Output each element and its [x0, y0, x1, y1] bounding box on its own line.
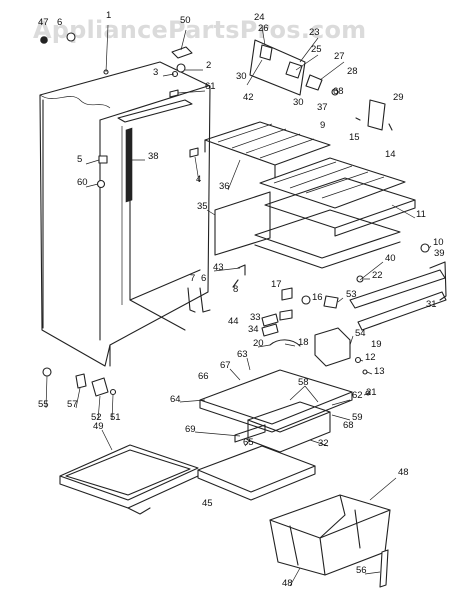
part-label-42: 42 [243, 92, 254, 103]
part-label-10: 10 [433, 237, 444, 248]
part-label-30b: 30 [293, 97, 304, 108]
part-label-30a: 30 [236, 71, 247, 82]
shelves [204, 121, 447, 331]
part-label-48a: 48 [398, 467, 409, 478]
part-label-21: 21 [366, 387, 377, 398]
part-label-8: 8 [233, 284, 239, 295]
part-label-16: 16 [312, 292, 323, 303]
part-label-58: 58 [298, 377, 309, 388]
part-label-20: 20 [253, 338, 264, 349]
part-label-55: 55 [38, 399, 49, 410]
part-label-62: 62 [352, 390, 363, 401]
part-label-5: 5 [77, 154, 83, 165]
part-label-36: 36 [219, 181, 230, 192]
part-label-17: 17 [271, 279, 282, 290]
part-label-61: 61 [205, 81, 216, 92]
part-label-13: 13 [374, 366, 385, 377]
part-label-33: 33 [250, 312, 261, 323]
top-bracket-parts [249, 39, 393, 131]
tray-49 [59, 444, 199, 515]
part-label-14: 14 [385, 149, 396, 160]
part-label-45: 45 [202, 498, 213, 509]
part-label-40: 40 [385, 253, 396, 264]
bottom-parts [42, 367, 117, 397]
part-label-50: 50 [180, 15, 191, 26]
part-label-15: 15 [349, 132, 360, 143]
part-label-27: 27 [334, 51, 345, 62]
part-label-44: 44 [228, 316, 239, 327]
part-label-26: 26 [258, 23, 269, 34]
part-label-3: 3 [153, 67, 159, 78]
part-label-68a: 68 [333, 86, 344, 97]
part-label-11: 11 [416, 209, 426, 220]
part-label-6b: 6 [201, 273, 207, 284]
part-label-6a: 6 [57, 17, 63, 28]
part-label-68b: 68 [343, 420, 354, 431]
part-label-66: 66 [198, 371, 209, 382]
part-label-67: 67 [220, 360, 231, 371]
part-label-47: 47 [38, 17, 49, 28]
crisper-cover [197, 369, 353, 501]
part-label-57: 57 [67, 399, 78, 410]
part-label-48b: 48 [282, 578, 293, 589]
part-label-12: 12 [365, 352, 376, 363]
part-label-29: 29 [393, 92, 404, 103]
leader-lines [45, 24, 432, 587]
cabinet [39, 32, 211, 367]
part-label-43: 43 [213, 262, 224, 273]
part-label-35: 35 [197, 201, 208, 212]
part-label-4: 4 [196, 174, 202, 185]
part-label-49: 49 [93, 421, 104, 432]
part-label-59: 59 [352, 412, 363, 423]
part-label-51: 51 [110, 412, 121, 423]
crisper-drawers [269, 494, 391, 588]
part-label-9: 9 [320, 120, 326, 131]
part-label-2: 2 [206, 60, 212, 71]
part-label-31: 31 [426, 299, 437, 310]
part-label-54: 54 [355, 328, 366, 339]
part-label-69: 69 [185, 424, 196, 435]
part-label-19: 19 [371, 339, 382, 350]
part-label-23: 23 [309, 27, 320, 38]
part-label-25: 25 [311, 44, 322, 55]
part-label-22: 22 [372, 270, 383, 281]
part-label-37: 37 [317, 102, 328, 113]
part-label-32: 32 [318, 438, 329, 449]
part-label-39: 39 [434, 248, 445, 259]
part-label-7: 7 [190, 273, 196, 284]
part-label-34: 34 [248, 324, 259, 335]
part-label-18: 18 [298, 337, 309, 348]
part-label-38: 38 [148, 151, 159, 162]
part-label-24: 24 [254, 12, 265, 23]
part-label-28: 28 [347, 66, 358, 77]
part-label-53: 53 [346, 289, 357, 300]
part-label-63: 63 [237, 349, 248, 360]
part-label-65: 65 [243, 437, 254, 448]
part-label-1: 1 [106, 10, 112, 21]
part-label-60: 60 [77, 177, 88, 188]
part-label-56: 56 [356, 565, 367, 576]
part-label-52: 52 [91, 412, 102, 423]
part-label-64: 64 [170, 394, 181, 405]
